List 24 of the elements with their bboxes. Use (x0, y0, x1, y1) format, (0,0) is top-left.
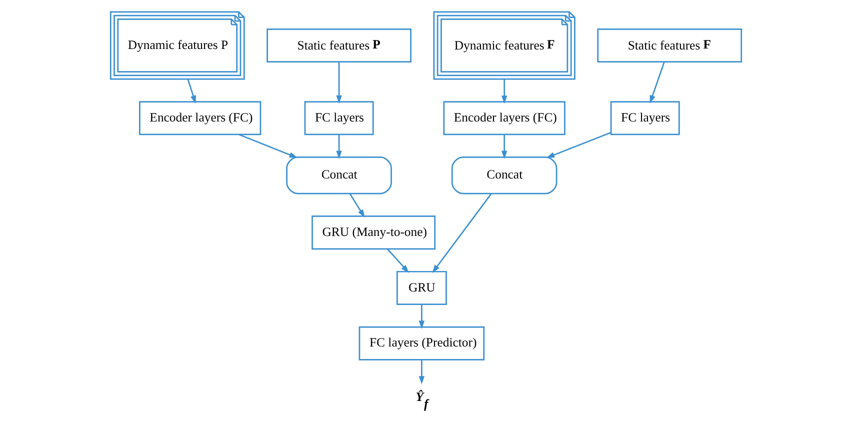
node-box: Encoder layers (FC) (442, 101, 565, 136)
node-box: FC layers (610, 101, 680, 136)
node-box: Static features F (596, 28, 742, 63)
node-box: FC layers (Predictor) (358, 326, 484, 360)
node-box: Static features P (266, 28, 411, 63)
arrow (348, 193, 364, 218)
node-box: Encoder layers (FC) (138, 101, 261, 136)
node-box: FC layers (304, 101, 374, 136)
node-box: GRU (396, 270, 446, 305)
node-box: Concat (450, 156, 557, 194)
arrow (336, 62, 342, 104)
arrow (238, 134, 298, 158)
arrow (500, 79, 507, 104)
arrow (386, 248, 408, 273)
arrow (418, 304, 424, 329)
arrow (649, 62, 664, 104)
arrow (432, 193, 492, 273)
arrow (500, 134, 507, 159)
arrow (418, 360, 424, 384)
arrow (546, 132, 611, 158)
arrow (186, 79, 196, 104)
arrow (336, 134, 342, 159)
node-box: Concat (286, 156, 392, 194)
node-box: GRU (Many-to-one) (311, 216, 436, 250)
